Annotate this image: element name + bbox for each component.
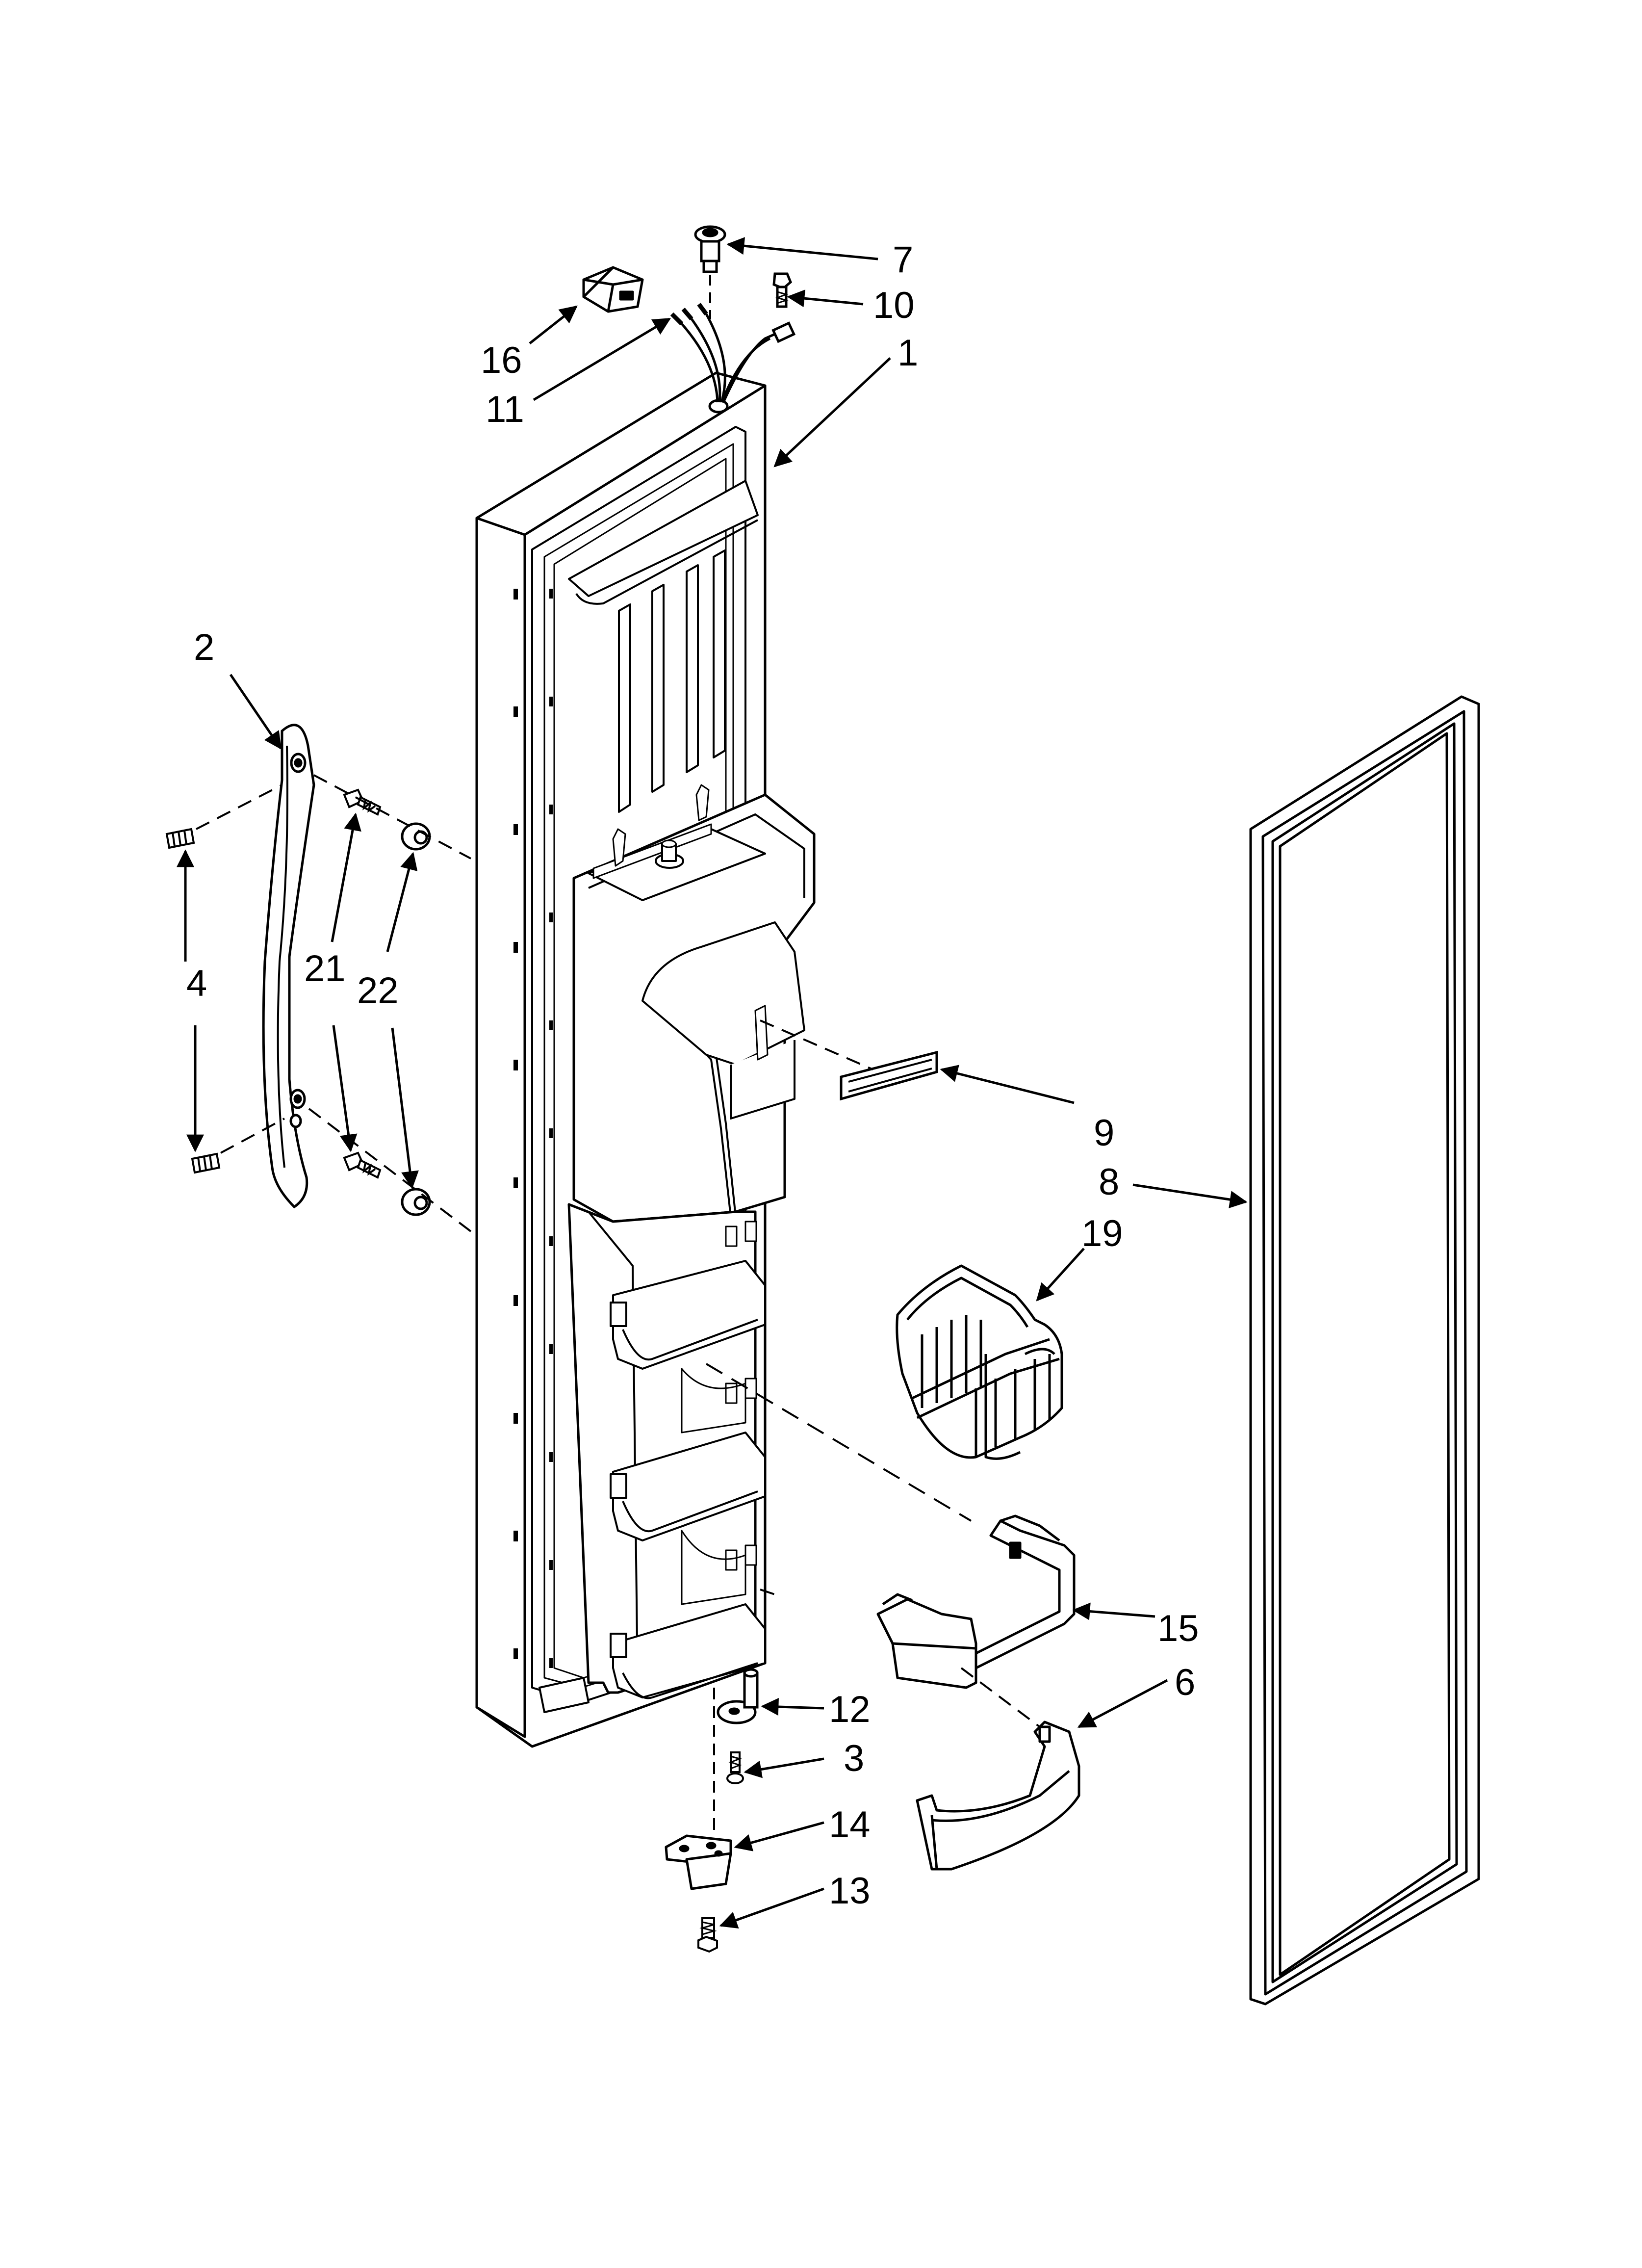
leader-10 <box>787 289 864 308</box>
callout-13: 13 <box>829 1870 871 1912</box>
door-handle <box>263 725 314 1207</box>
leader-21-up <box>331 812 361 942</box>
leader-14 <box>734 1821 824 1851</box>
handle-assembly-lines <box>196 774 472 1232</box>
hinge-screw-13 <box>698 1918 717 1952</box>
callout-3: 3 <box>844 1738 864 1779</box>
callout-8: 8 <box>1099 1161 1119 1203</box>
hinge-screw-3 <box>727 1752 743 1783</box>
door-gasket <box>1251 697 1479 2004</box>
leader-11 <box>533 317 671 401</box>
callout-6: 6 <box>1175 1662 1195 1703</box>
bin-assembly-line <box>760 1589 775 1595</box>
dispenser-trim <box>841 1052 937 1099</box>
leader-21-down <box>332 1025 358 1152</box>
handle-screw-bottom <box>344 1153 380 1177</box>
leader-7 <box>726 237 878 261</box>
leader-19 <box>1036 1248 1085 1302</box>
leader-8 <box>1132 1183 1248 1208</box>
wire-basket <box>897 1266 1062 1459</box>
leader-13 <box>719 1887 824 1929</box>
leader-3 <box>744 1757 824 1778</box>
wire-connector <box>584 267 642 312</box>
callout-4: 4 <box>186 963 207 1004</box>
bin-assembly-line-2 <box>960 1667 1041 1728</box>
callout-leaders <box>177 237 1248 1929</box>
callout-10: 10 <box>873 285 915 326</box>
handle-stud-bottom <box>192 1154 219 1173</box>
callout-11: 11 <box>486 389 524 430</box>
trim-assembly-line <box>760 1019 873 1070</box>
handle-stud-top <box>167 829 194 848</box>
leader-22-down <box>391 1027 419 1189</box>
panel-ribs <box>619 550 725 812</box>
handle-spacer-top <box>402 824 430 849</box>
callout-9: 9 <box>1094 1112 1114 1154</box>
callout-15: 15 <box>1157 1608 1199 1649</box>
callout-19: 19 <box>1081 1213 1123 1254</box>
callout-1: 1 <box>898 332 918 374</box>
bracket-assembly-line <box>705 1363 972 1522</box>
wiring-harness <box>672 304 794 402</box>
light-switch <box>695 227 725 319</box>
callout-16: 16 <box>481 339 522 381</box>
callout-7: 7 <box>893 239 913 281</box>
hinge-pin <box>718 1669 757 1723</box>
leader-2 <box>229 674 282 750</box>
callout-labels: 7 10 1 16 11 2 4 21 22 9 8 19 15 6 12 3 … <box>186 239 1199 1912</box>
callout-21: 21 <box>304 948 346 990</box>
callout-12: 12 <box>829 1689 871 1730</box>
door-assembly <box>477 373 814 1747</box>
leader-6 <box>1077 1679 1168 1728</box>
callout-2: 2 <box>194 626 214 668</box>
callout-22: 22 <box>357 970 399 1012</box>
leader-15 <box>1072 1602 1155 1620</box>
callout-14: 14 <box>829 1804 871 1846</box>
leader-22-up <box>386 852 418 952</box>
leader-16 <box>529 305 578 344</box>
leader-9 <box>940 1065 1075 1104</box>
leader-12 <box>761 1698 824 1716</box>
door-bin <box>917 1722 1079 1869</box>
shelf-bracket <box>878 1516 1074 1688</box>
handle-spacer-bottom <box>402 1189 430 1215</box>
screw-10 <box>774 274 791 307</box>
handle-screw-top <box>344 790 380 814</box>
hinge-plate <box>666 1836 731 1889</box>
gasket-channel-dots <box>513 589 553 1668</box>
leader-1 <box>773 357 891 468</box>
